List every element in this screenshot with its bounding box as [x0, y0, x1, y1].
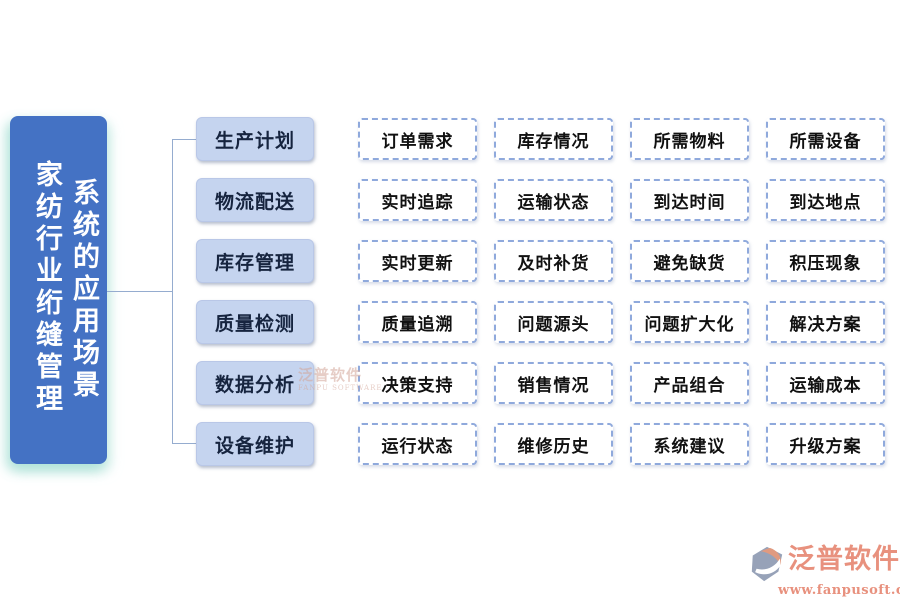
leaf-node: 决策支持 — [358, 362, 477, 404]
leaf-node: 库存情况 — [494, 118, 613, 160]
leaf-node: 运行状态 — [358, 423, 477, 465]
connector-root-horizontal — [107, 291, 172, 292]
fanpu-logo-icon — [751, 546, 783, 582]
leaf-node: 实时追踪 — [358, 179, 477, 221]
leaf-node: 运输成本 — [766, 362, 885, 404]
leaf-node: 到达地点 — [766, 179, 885, 221]
leaf-node: 订单需求 — [358, 118, 477, 160]
leaf-node: 积压现象 — [766, 240, 885, 282]
leaf-node: 避免缺货 — [630, 240, 749, 282]
leaf-node: 销售情况 — [494, 362, 613, 404]
leaf-node: 问题源头 — [494, 301, 613, 343]
branch-node: 质量检测 — [196, 300, 314, 344]
branch-node: 设备维护 — [196, 422, 314, 466]
brand-name: 泛普软件 — [788, 544, 900, 575]
leaf-node: 及时补货 — [494, 240, 613, 282]
leaf-node: 所需设备 — [766, 118, 885, 160]
leaf-node: 到达时间 — [630, 179, 749, 221]
leaf-node: 所需物料 — [630, 118, 749, 160]
leaf-node: 运输状态 — [494, 179, 613, 221]
connector-stub-top — [172, 139, 196, 140]
root-node: 家纺行业绗缝管理 系统的应用场景 — [10, 116, 107, 464]
leaf-node: 质量追溯 — [358, 301, 477, 343]
brand-logo: 泛普软件 www.fanpusoft.com — [748, 545, 900, 598]
leaf-node: 维修历史 — [494, 423, 613, 465]
leaf-node: 问题扩大化 — [630, 301, 749, 343]
leaf-node: 升级方案 — [766, 423, 885, 465]
leaf-node: 系统建议 — [630, 423, 749, 465]
leaf-node: 产品组合 — [630, 362, 749, 404]
connector-trunk-vertical — [172, 139, 173, 444]
leaf-node: 实时更新 — [358, 240, 477, 282]
root-title-line2: 系统的应用场景 — [68, 178, 99, 402]
connector-stub-bottom — [172, 443, 196, 444]
branch-node: 物流配送 — [196, 178, 314, 222]
root-title-line1: 家纺行业绗缝管理 — [31, 160, 62, 416]
branch-node: 生产计划 — [196, 117, 314, 161]
branch-node: 库存管理 — [196, 239, 314, 283]
brand-url: www.fanpusoft.com — [778, 583, 900, 598]
branch-node: 数据分析 — [196, 361, 314, 405]
leaf-node: 解决方案 — [766, 301, 885, 343]
